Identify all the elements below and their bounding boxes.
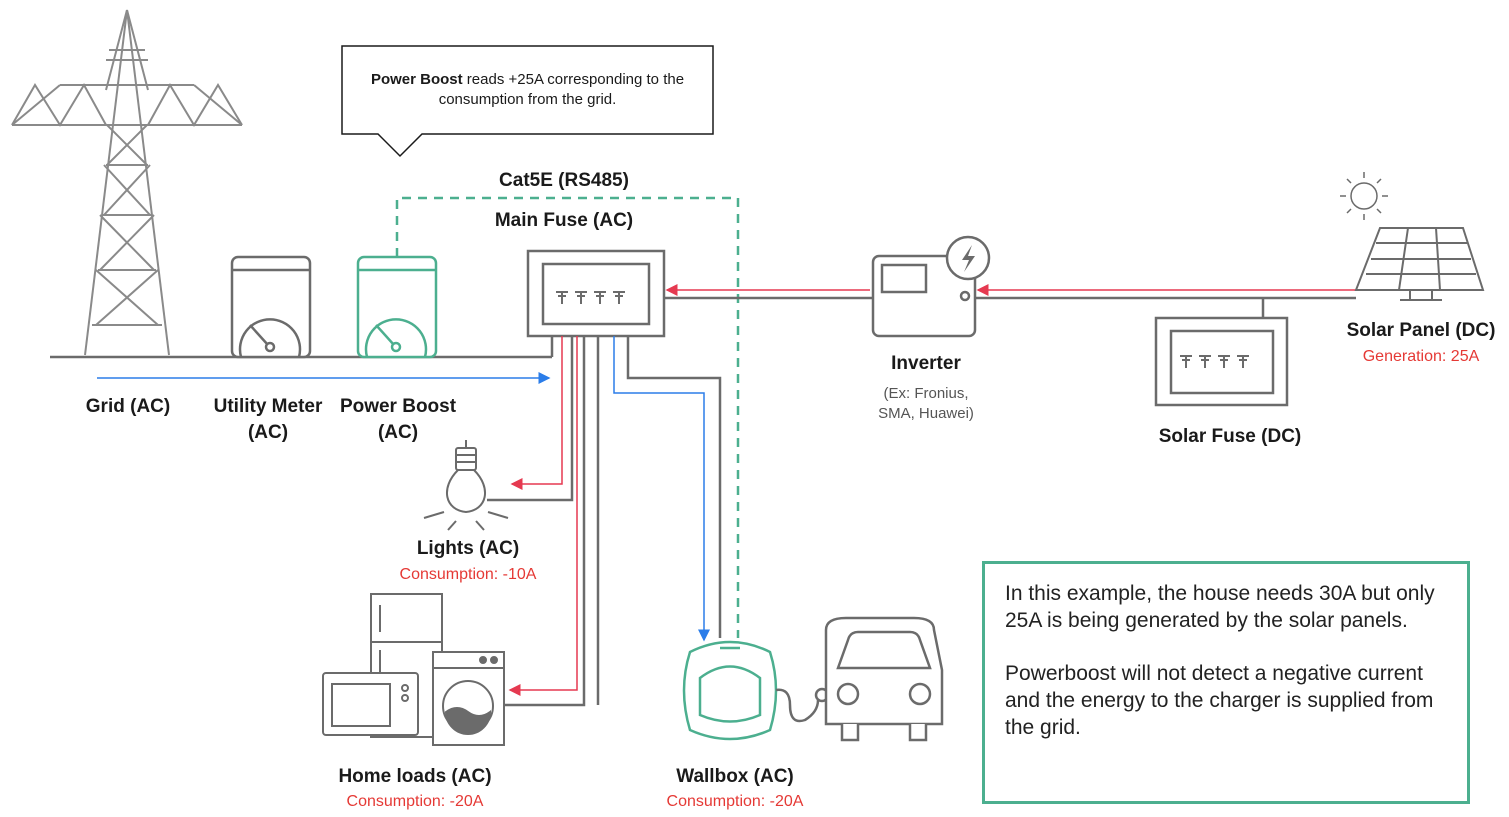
solar-fuse-box-icon	[1154, 316, 1289, 407]
microwave-icon	[322, 672, 419, 736]
main-fuse-box-icon	[526, 249, 666, 338]
inverter-icon	[871, 235, 991, 338]
info-paragraph-2: Powerboost will not detect a negative cu…	[1005, 662, 1434, 739]
power-boost-callout: Power Boost reads +25A corresponding to …	[342, 46, 713, 134]
car-icon	[814, 616, 944, 742]
callout-bubble	[341, 45, 714, 158]
inverter-wiring	[664, 284, 1356, 318]
charging-cable	[775, 688, 820, 723]
lights-consumption: Consumption: -10A	[399, 566, 537, 583]
grid-label: Grid (AC)	[85, 396, 171, 417]
power-boost-icon	[356, 255, 438, 359]
cat5e-label: Cat5E (RS485)	[499, 170, 629, 191]
transmission-tower-icon	[11, 9, 243, 356]
callout-text: reads +25A corresponding to the consumpt…	[438, 71, 685, 108]
load-current-arrows	[508, 336, 710, 696]
utility-meter-label-2: (AC)	[247, 422, 289, 443]
utility-meter-icon	[230, 255, 312, 359]
cat5e-cable	[395, 196, 740, 638]
light-bulb-icon	[423, 440, 509, 531]
callout-strong: Power Boost	[370, 71, 463, 88]
wallbox-consumption: Consumption: -20A	[666, 793, 804, 810]
solar-panel-icon	[1354, 227, 1485, 301]
inverter-note-1: (Ex: Fronius,	[883, 385, 969, 402]
wallbox-label: Wallbox (AC)	[676, 766, 794, 787]
info-paragraph-1: In this example, the house needs 30A but…	[1005, 582, 1435, 632]
power-boost-label-1: Power Boost	[339, 396, 457, 417]
power-boost-label-2: (AC)	[377, 422, 419, 443]
utility-meter-label-1: Utility Meter	[213, 396, 323, 417]
inverter-label: Inverter	[891, 353, 961, 374]
home-loads-label: Home loads (AC)	[338, 766, 492, 787]
solar-fuse-label: Solar Fuse (DC)	[1158, 426, 1302, 447]
info-box: In this example, the house needs 30A but…	[982, 561, 1470, 804]
main-fuse-label: Main Fuse (AC)	[494, 210, 634, 231]
wallbox-icon	[682, 640, 778, 741]
inverter-note-2: SMA, Huawei)	[878, 405, 974, 422]
solar-panel-label: Solar Panel (DC)	[1346, 320, 1496, 341]
washing-machine-icon	[432, 651, 505, 746]
sun-icon	[1340, 172, 1388, 220]
solar-generation-label: Generation: 25A	[1362, 348, 1480, 365]
lights-label: Lights (AC)	[416, 538, 520, 559]
home-consumption: Consumption: -20A	[346, 793, 484, 810]
load-wiring	[487, 336, 722, 707]
